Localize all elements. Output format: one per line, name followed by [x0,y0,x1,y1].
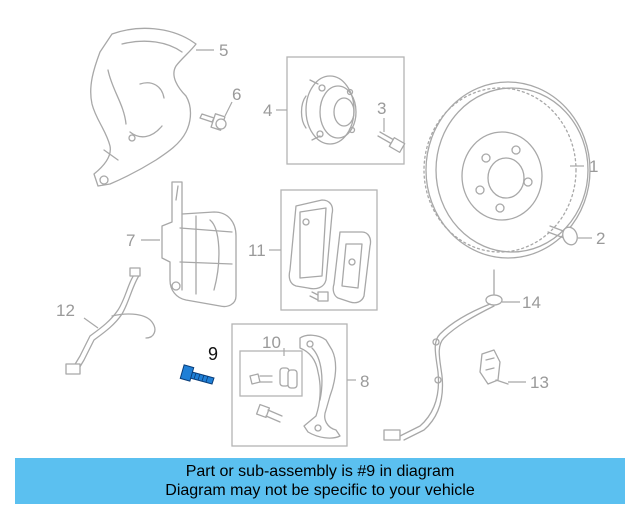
sensor-clip-drawing [479,349,509,385]
callout-4: 4 [263,101,272,120]
pad-bolt-drawing [309,291,329,302]
banner-line-1: Part or sub-assembly is #9 in diagram [185,463,455,480]
info-banner: Part or sub-assembly is #9 in diagram Di… [15,458,625,504]
brake-pads-drawing [288,199,372,304]
parts-diagram: 5 6 3 4 1 [56,27,605,447]
caliper-bracket-drawing [299,334,341,439]
callout-10: 10 [262,333,281,352]
caliper-bracket-box [231,323,348,447]
screw-2-drawing [547,225,578,246]
wear-sensor-drawing [383,269,503,441]
callout-2: 2 [596,229,605,248]
callout-14: 14 [522,293,541,312]
callout-9: 9 [208,344,218,364]
caliper-drawing [161,181,237,308]
callout-3: 3 [377,99,386,118]
callout-12: 12 [56,301,75,320]
banner-line-2: Diagram may not be specific to your vehi… [165,482,475,499]
callout-13: 13 [530,373,549,392]
hardware-kit-drawing [249,367,298,389]
hardware-kit-box [239,350,303,397]
callout-5: 5 [219,41,228,60]
bolt-9-highlighted[interactable] [179,364,215,385]
brake-hose-drawing [65,267,156,375]
callout-7: 7 [126,231,135,250]
callout-6: 6 [232,85,241,104]
callout-1: 1 [589,157,598,176]
hub-bearing-drawing [300,75,357,145]
callout-11: 11 [248,241,266,260]
callout-8: 8 [360,372,369,391]
brake-rotor-drawing [423,81,591,259]
bolt-3-drawing [377,131,406,153]
splash-shield-drawing [90,27,197,187]
bracket-bolt-drawing [255,403,283,423]
bolt-6-drawing [199,113,227,131]
